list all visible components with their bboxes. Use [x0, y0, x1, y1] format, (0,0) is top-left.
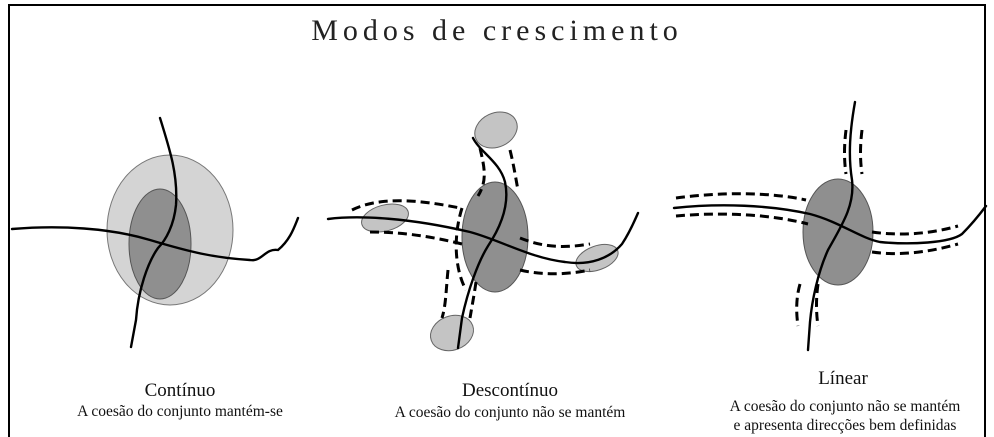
dashed-halo-left-upper [675, 192, 807, 202]
dashed-halo-left-upper [351, 199, 461, 212]
dashed-halo-left-lower [675, 212, 809, 226]
figure-title: Modos de crescimento [311, 14, 683, 47]
dashed-halo-right-lower [519, 268, 591, 276]
panel-title-continuo: Contínuo [144, 380, 216, 401]
fracture-line-vertical [806, 100, 857, 352]
panel-description-descontinuo: A coesão do conjunto não se mantém [394, 404, 626, 421]
panel-linear-diagram [672, 100, 988, 352]
dashed-halo-top-left [476, 147, 486, 197]
fracture-line-horizontal [326, 211, 640, 265]
dashed-halo-bottom-left [795, 283, 802, 327]
dashed-halo-top-left [843, 129, 848, 175]
fracture-line-horizontal [672, 204, 988, 245]
dashed-halo-bottom-left [440, 269, 450, 319]
panel-title-linear: Línear [818, 368, 868, 389]
panel-descontinuo-diagram [326, 111, 640, 352]
dashed-halo-top-right [508, 149, 520, 191]
inner-growth-zone [461, 181, 529, 293]
satellite-zone-top [474, 111, 518, 149]
dashed-halo-right-upper [871, 224, 959, 236]
dashed-halo-left-lower [369, 230, 463, 246]
dashed-halo-center-left [454, 207, 468, 291]
dashed-halo-top-right [859, 129, 864, 175]
dashed-halo-right-lower [871, 242, 959, 256]
panel-continuo-diagram [10, 116, 300, 349]
panel-description-linear-line1: A coesão do conjunto não se mantém [729, 398, 961, 415]
fracture-line-vertical [456, 136, 508, 350]
dashed-halo-right-upper [519, 236, 591, 248]
dashed-halo-bottom-right [468, 281, 478, 319]
fracture-line-horizontal [10, 216, 300, 262]
panel-description-linear-line2: e apresenta direcções bem definidas [733, 417, 957, 434]
fracture-line-vertical [129, 116, 178, 349]
figure-frame [8, 4, 986, 437]
panel-title-descontinuo: Descontínuo [461, 380, 559, 401]
satellite-zone-right [575, 243, 619, 273]
dashed-halo-bottom-right [815, 283, 820, 327]
panel-description-continuo: A coesão do conjunto mantém-se [77, 403, 283, 420]
